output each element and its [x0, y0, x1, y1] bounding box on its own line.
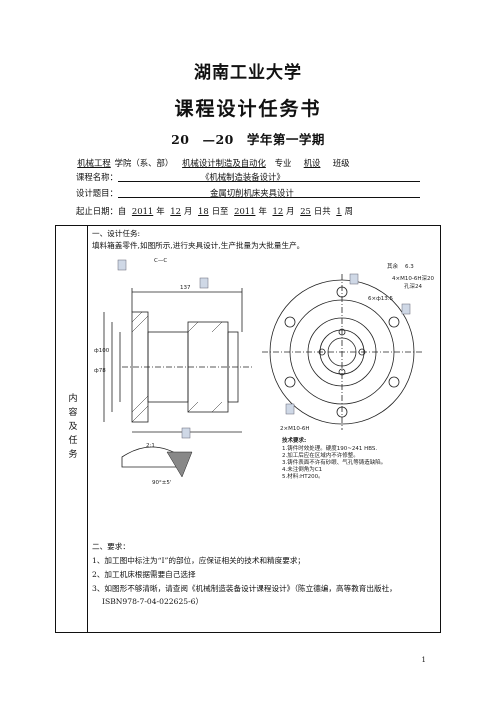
detail-angle: 90°±5' [152, 480, 171, 486]
detail-scale: 2:1 [146, 443, 155, 449]
major-value: 机械设计制造及自动化 [182, 158, 266, 168]
dept-row: 机械工程 学院（系、部） 机械设计制造及自动化 专业 机设 班级 [76, 157, 420, 169]
month-unit: 月 [286, 206, 295, 216]
bottom-hole: 2×M10-6H [280, 426, 309, 432]
start-month: 12 [170, 206, 181, 216]
topic-row: 设计题目： 金属切削机床夹具设计 [76, 187, 420, 199]
table-bottom [55, 632, 441, 633]
course-underline [118, 181, 420, 182]
part-drawing: C—C 137 其余 6.3 6×ф13.5 4×M10-6H深20 孔深24 … [94, 258, 434, 486]
marker-ii [117, 259, 127, 271]
tech-item: 4.未注倒角为C1 [282, 465, 322, 473]
total-text: 日共 [313, 206, 331, 216]
to-text: 日至 [211, 206, 229, 216]
year-unit: 年 [156, 206, 165, 216]
university-name: 湖南工业大学 [194, 63, 302, 83]
side-char: 及 [68, 422, 78, 432]
start-year: 2011 [131, 206, 154, 216]
requirement-item: ISBN978-7-04-022625-6） [102, 597, 204, 606]
requirement-item: 1、加工图中标注为“I”的部位，应保证相关的技术和精度要求； [92, 556, 306, 565]
class-label: 班级 [332, 158, 350, 168]
document-title: 课程设计任务书 [174, 98, 322, 120]
holes-label: 4×M10-6H深20 [392, 274, 434, 282]
surface-note: 其余 [387, 262, 399, 270]
dim-left: ф100 [94, 348, 110, 354]
top-dim: 137 [180, 285, 191, 291]
requirement-item: 2、加工机床根据需要自己选择 [92, 570, 196, 579]
year-unit: 年 [258, 206, 267, 216]
topic-underline [118, 197, 420, 198]
section1-desc: 填料箱盖零件,如图所示,进行夹具设计,生产批量为大批量生产。 [92, 241, 305, 250]
page-number: 1 [421, 656, 426, 664]
course-row: 课程名称： 《机械制造装备设计》 [76, 171, 420, 183]
dept-value: 机械工程 [77, 158, 111, 168]
month-unit: 月 [183, 206, 193, 216]
holes-sub: 孔深24 [404, 282, 422, 290]
course-label: 课程名称： [76, 172, 118, 182]
tech-item: 2.加工后应在区域内不许修整。 [282, 451, 359, 459]
course-value: 《机械制造装备设计》 [201, 172, 285, 182]
section-label: C—C [154, 258, 167, 264]
table-left [55, 225, 56, 633]
start-day: 18 [198, 206, 209, 216]
tech-title: 技术要求: [282, 436, 306, 444]
marker-i [285, 403, 295, 415]
side-char: 务 [68, 450, 78, 460]
marker-i [401, 303, 411, 315]
marker-i [181, 427, 191, 439]
side-char: 任 [68, 436, 78, 446]
table-right [440, 225, 441, 633]
side-char: 容 [68, 408, 78, 418]
roughness: 6.3 [405, 264, 414, 270]
tech-item: 1.铸件时效处理。硬度190~241 HBS. [282, 444, 377, 452]
major-label: 专业 [274, 158, 292, 168]
academic-term: 20 —20 学年第一学期 [171, 132, 325, 147]
dim-left: ф78 [94, 368, 106, 374]
dept-label: 学院（系、部） [114, 158, 174, 168]
end-day: 25 [300, 206, 311, 216]
week-unit: 周 [344, 206, 354, 216]
end-year: 2011 [234, 206, 256, 216]
weeks-value: 1 [336, 206, 342, 216]
tech-item: 3.铸件表面不许有砂眼、气孔等铸造缺陷。 [282, 458, 386, 466]
end-month: 12 [272, 206, 284, 216]
section2-heading: 二、要求： [92, 542, 130, 551]
class-value: 机设 [303, 158, 321, 168]
hole-count-label: 6×ф13.5 [368, 296, 394, 302]
side-char: 内 [68, 394, 78, 404]
dates-label: 起止日期：自 [76, 206, 127, 216]
topic-label: 设计题目： [76, 188, 118, 198]
requirement-item: 3、如图形不够清晰，请查阅《机械制造装备设计课程设计》（陈立德编，高等教育出版社… [92, 584, 397, 593]
section1-heading: 一、设计任务: [92, 229, 141, 238]
topic-value: 金属切削机床夹具设计 [210, 188, 294, 198]
side-label: 内 容 及 任 务 [65, 392, 81, 462]
marker-ii [199, 277, 209, 289]
table-divider [87, 225, 88, 633]
marker-i [349, 273, 359, 285]
tech-item: 5.材料:HT200。 [282, 472, 324, 480]
table-top [55, 225, 441, 226]
